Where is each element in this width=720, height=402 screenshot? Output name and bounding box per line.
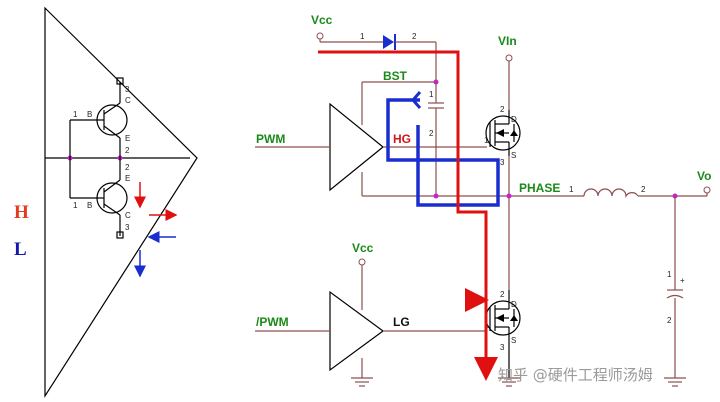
hs-pin-s: S <box>511 151 516 160</box>
bst-label: BST <box>383 69 408 83</box>
upper-bjt-label-b: B <box>87 110 92 119</box>
boot-cap-pin-2: 2 <box>429 129 434 138</box>
right-buck-schematic: Vcc 1 2 VIn BST 1 2 PWM HG <box>255 13 711 387</box>
out-cap-pin-2: 2 <box>667 316 672 325</box>
output-inductor <box>583 188 639 199</box>
bootstrap-diode <box>383 34 396 50</box>
lower-bjt-label-c: C <box>125 211 131 220</box>
ls-pin-3: 3 <box>500 343 505 352</box>
red-current-path <box>318 50 498 381</box>
ls-pin-s: S <box>511 336 516 345</box>
left-driver-triangle <box>44 6 198 399</box>
upper-bjt-pin-e: 2 <box>125 146 130 155</box>
diode-pin-2: 2 <box>412 32 417 41</box>
boot-cap-pin-1: 1 <box>429 90 434 99</box>
bootstrap-capacitor <box>428 102 444 109</box>
lg-label: LG <box>393 315 410 329</box>
lower-bjt-label-b: B <box>87 201 92 210</box>
lower-bjt-pin-b: 1 <box>73 201 78 210</box>
upper-bjt-pin-b: 1 <box>73 110 78 119</box>
vcc-top-terminal <box>316 32 324 40</box>
high-side-mosfet <box>485 110 521 156</box>
upper-bjt-label-c: C <box>125 96 131 105</box>
lg-driver-triangle <box>329 290 385 372</box>
inductor-pin-1: 1 <box>569 185 574 194</box>
upper-bjt-pin-c: 3 <box>125 85 130 94</box>
vo-label: Vo <box>697 169 711 183</box>
hs-pin-3: 3 <box>500 158 505 167</box>
ls-pin-2: 2 <box>500 290 505 299</box>
hs-pin-1: 1 <box>484 136 489 145</box>
lower-bjt-pin-c: 3 <box>125 223 130 232</box>
out-cap-pin-1: 1 <box>667 270 672 279</box>
phase-label: PHASE <box>519 181 560 195</box>
vin-label: VIn <box>498 34 517 48</box>
hs-pin-2: 2 <box>500 105 505 114</box>
npwm-label: /PWM <box>256 315 289 329</box>
output-capacitor <box>666 289 684 299</box>
ground-symbol-ls <box>498 377 520 387</box>
vcc-driver-terminal <box>358 258 366 266</box>
upper-bjt: 1 B 3 C 2 E <box>73 77 131 158</box>
upper-bjt-label-e: E <box>125 134 130 143</box>
ls-pin-d: D <box>511 300 517 309</box>
lower-bjt: 1 B 3 C 2 E <box>73 158 131 239</box>
blue-current-path <box>386 98 500 207</box>
hg-driver-triangle <box>329 102 384 192</box>
vcc-driver-label: Vcc <box>352 241 374 255</box>
inductor-pin-2: 2 <box>641 185 646 194</box>
ground-symbol-driver <box>351 377 373 387</box>
legend-high: H <box>14 202 29 223</box>
pwm-label: PWM <box>256 132 285 146</box>
legend-low: L <box>14 239 27 260</box>
out-cap-plus: + <box>680 276 685 285</box>
vin-terminal <box>505 54 513 62</box>
vo-terminal <box>703 186 711 194</box>
vcc-top-label: Vcc <box>311 13 333 27</box>
left-driver-diagram: 1 B 3 C 2 E 1 B 3 C 2 E H <box>14 6 198 399</box>
hs-pin-d: D <box>511 115 517 124</box>
ground-symbol-cap <box>664 377 686 387</box>
lower-bjt-label-e: E <box>125 174 130 183</box>
watermark: 知乎 @硬件工程师汤姆 <box>498 366 653 384</box>
hg-label: HG <box>393 132 411 146</box>
lower-bjt-pin-e: 2 <box>125 163 130 172</box>
diode-pin-1: 1 <box>360 32 365 41</box>
